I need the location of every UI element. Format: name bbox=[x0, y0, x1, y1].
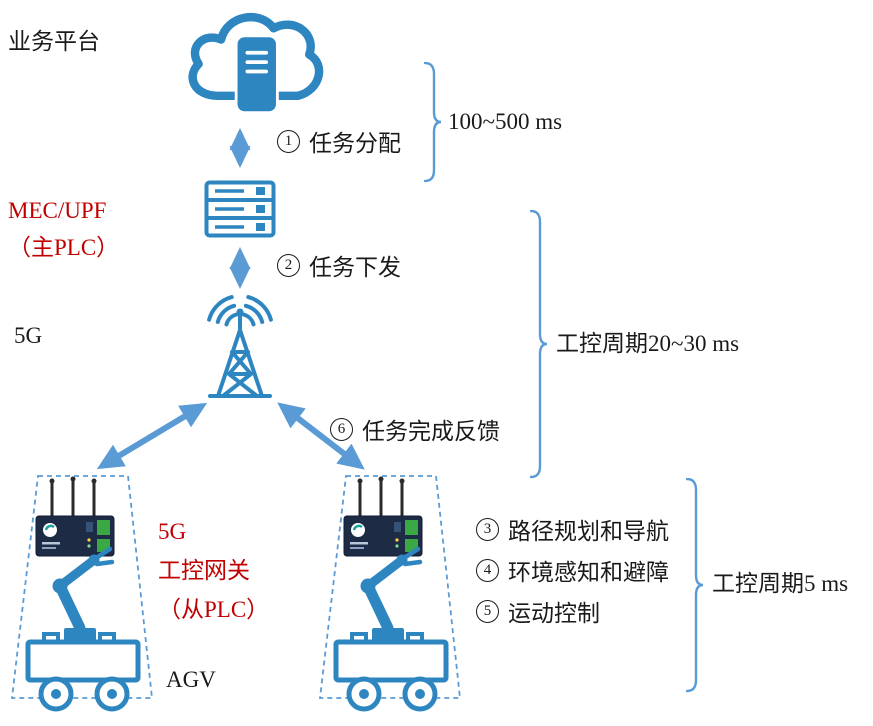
circled-number-2: 2 bbox=[277, 253, 300, 277]
step-task-allocation-label: 任务分配 bbox=[309, 131, 401, 156]
agv-label: AGV bbox=[166, 667, 216, 692]
circled-number-4: 4 bbox=[476, 558, 499, 582]
control-cycle-20-30-label: 工控周期20~30 ms bbox=[556, 331, 740, 356]
gateway-label-line1: 5G bbox=[158, 519, 187, 544]
control-cycle-5-label: 工控周期5 ms bbox=[712, 571, 849, 596]
robot-arm-icon bbox=[360, 546, 423, 642]
gateway-label-line3: （从PLC） bbox=[158, 597, 270, 622]
five-g-gateway-icon bbox=[343, 476, 423, 557]
brace-100-500ms bbox=[424, 62, 442, 183]
five-g-gateway-icon bbox=[35, 476, 115, 557]
arrow-task-dispatch bbox=[229, 247, 251, 289]
arrow-task-allocation bbox=[229, 128, 251, 168]
agv-unit-graphic bbox=[10, 475, 154, 712]
step-task-dispatch: 2 任务下发 bbox=[277, 248, 401, 282]
circled-number-6: 6 bbox=[330, 417, 353, 441]
mec-server-icon bbox=[204, 180, 276, 238]
agv-unit-left bbox=[0, 470, 170, 726]
cloud-server-icon bbox=[188, 12, 324, 115]
agv-unit-graphic bbox=[318, 475, 462, 712]
mec-upf-label-line2: （主PLC） bbox=[8, 235, 120, 260]
circled-number-5: 5 bbox=[476, 599, 499, 623]
step-motion-control-label: 运动控制 bbox=[508, 601, 600, 626]
step-motion-control: 5 运动控制 bbox=[476, 594, 600, 628]
robot-arm-icon bbox=[52, 546, 115, 642]
circled-number-1: 1 bbox=[277, 129, 300, 153]
agv-unit-right bbox=[308, 470, 478, 726]
gateway-label: 5G 工控网关 （从PLC） bbox=[158, 512, 269, 629]
step-task-allocation: 1 任务分配 bbox=[277, 124, 401, 158]
step-task-feedback-label: 任务完成反馈 bbox=[362, 419, 500, 444]
step-path-planning: 3 路径规划和导航 bbox=[476, 512, 669, 546]
agv-cart-icon bbox=[25, 632, 141, 712]
business-platform-label: 业务平台 bbox=[8, 29, 100, 54]
five-g-label: 5G bbox=[14, 323, 43, 348]
step-task-feedback: 6 任务完成反馈 bbox=[330, 412, 500, 446]
mec-upf-label-line1: MEC/UPF bbox=[8, 198, 107, 223]
step-obstacle-avoidance-label: 环境感知和避障 bbox=[508, 560, 669, 585]
circled-number-3: 3 bbox=[476, 517, 499, 541]
arrow-to-left-agv bbox=[96, 402, 208, 470]
agv-cart-icon bbox=[333, 632, 449, 712]
gateway-label-line2: 工控网关 bbox=[158, 558, 250, 583]
mec-upf-label: MEC/UPF （主PLC） bbox=[8, 192, 119, 266]
step-obstacle-avoidance: 4 环境感知和避障 bbox=[476, 553, 669, 587]
latency-100-500ms-label: 100~500 ms bbox=[448, 109, 563, 134]
arrow-to-right-agv bbox=[277, 402, 365, 470]
brace-control-cycle-20-30 bbox=[530, 210, 548, 479]
five-g-tower-icon bbox=[207, 295, 273, 398]
step-task-dispatch-label: 任务下发 bbox=[309, 255, 401, 280]
step-path-planning-label: 路径规划和导航 bbox=[508, 519, 669, 544]
brace-control-cycle-5 bbox=[686, 478, 704, 693]
